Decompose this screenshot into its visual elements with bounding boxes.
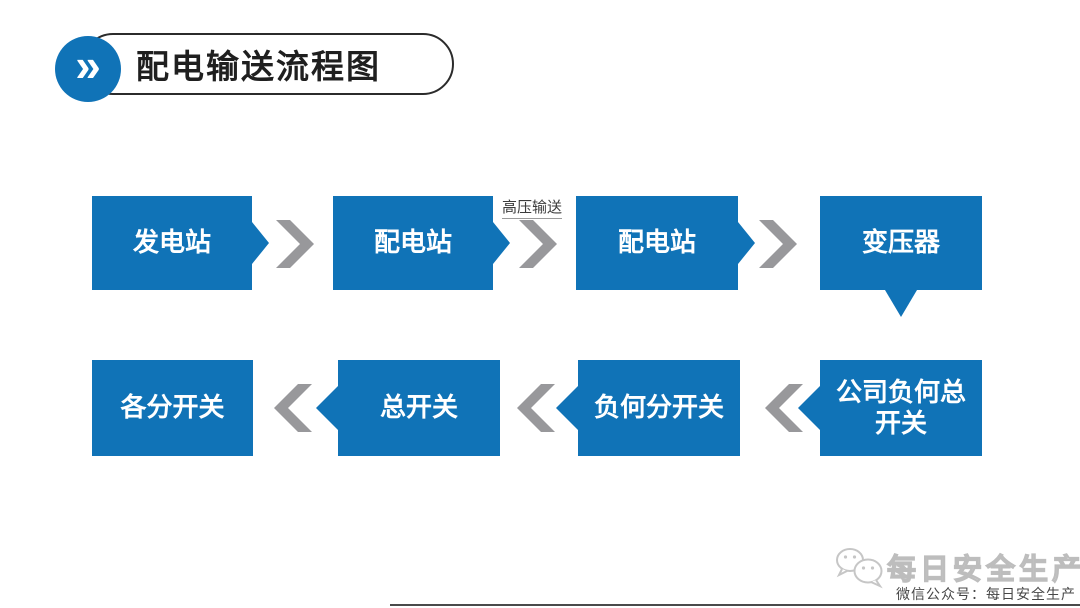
flow-box-label: 负何分开关 bbox=[593, 392, 724, 423]
watermark-caption: 微信公众号：每日安全生产 bbox=[896, 586, 1076, 602]
flow-box-power-station: 发电站 bbox=[92, 196, 252, 290]
page-title: 配电输送流程图 bbox=[136, 50, 381, 86]
flow-box-label: 变压器 bbox=[861, 227, 940, 258]
wechat-bubbles-icon bbox=[833, 543, 885, 594]
bottom-divider bbox=[390, 604, 1080, 606]
flow-box-distribution-station-1: 配电站 bbox=[333, 196, 493, 290]
header-pill: 配电输送流程图 bbox=[82, 33, 454, 95]
arrow-left-icon bbox=[274, 384, 312, 432]
header-badge: » bbox=[55, 36, 121, 102]
flow-box-transformer: 变压器 bbox=[820, 196, 982, 290]
flow-box-each-branch-switch: 各分开关 bbox=[92, 360, 253, 456]
flow-box-label: 各分开关 bbox=[120, 392, 225, 423]
flow-box-label: 发电站 bbox=[132, 227, 211, 258]
flow-box-label: 公司负何总开关 bbox=[835, 376, 966, 438]
flow-box-label: 总开关 bbox=[379, 392, 458, 423]
arrow-right-icon bbox=[759, 220, 797, 268]
flow-box-label: 配电站 bbox=[617, 227, 696, 258]
watermark-brand-text: 每日安全生产 bbox=[886, 553, 1080, 586]
flow-box-distribution-station-2: 配电站 bbox=[576, 196, 738, 290]
arrow-right-icon bbox=[276, 220, 314, 268]
double-chevron-right-icon: » bbox=[75, 39, 101, 91]
flow-box-label: 配电站 bbox=[373, 227, 452, 258]
arrow-left-icon bbox=[517, 384, 555, 432]
arrow-right-icon bbox=[519, 220, 557, 268]
flow-box-load-branch-switch: 负何分开关 bbox=[578, 360, 740, 456]
flow-box-main-switch: 总开关 bbox=[338, 360, 500, 456]
flow-box-company-main-switch: 公司负何总开关 bbox=[820, 360, 982, 456]
arrow-left-icon bbox=[765, 384, 803, 432]
edge-label-high-voltage: 高压输送 bbox=[502, 196, 563, 219]
